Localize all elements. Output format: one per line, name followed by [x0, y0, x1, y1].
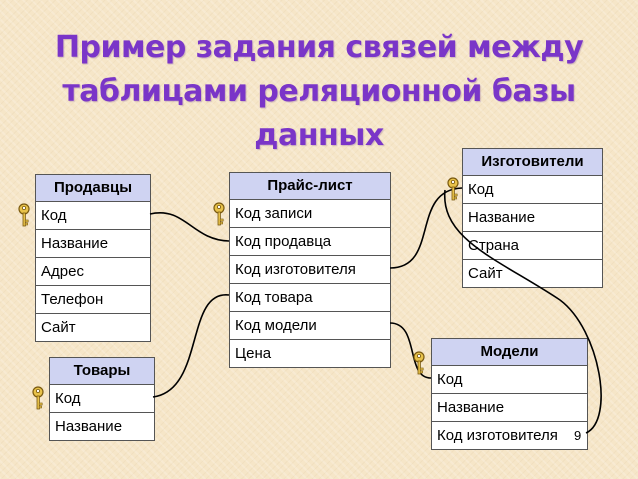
link-goods-pricelist	[152, 294, 230, 398]
link-sellers-pricelist	[149, 212, 230, 242]
goods-field-name: Название	[55, 418, 123, 435]
table-models: Модели Код Название Код изготовителя	[431, 338, 588, 450]
key-icon	[413, 351, 425, 375]
link-pricelist-models	[389, 322, 432, 379]
title-line-2: таблицами реляционной базы	[62, 74, 576, 109]
pricelist-field-maker-id: Код изготовителя	[230, 256, 390, 284]
pricelist-field-price: Цена	[235, 345, 272, 362]
models-field-id: Код	[432, 366, 587, 394]
makers-field-site: Сайт	[468, 265, 503, 282]
sellers-field-phone: Телефон	[36, 286, 150, 314]
title-line-3: данных	[254, 118, 384, 153]
key-icon	[447, 177, 459, 201]
table-makers-header: Изготовители	[463, 149, 602, 176]
pricelist-field-goods-id: Код товара	[230, 284, 390, 312]
makers-field-name: Название	[463, 204, 602, 232]
models-field-name: Название	[432, 394, 587, 422]
table-pricelist-header: Прайс-лист	[230, 173, 390, 200]
table-goods: Товары Код Название	[49, 357, 155, 441]
title-line-1: Пример задания связей между	[54, 30, 584, 65]
makers-field-id: Код	[463, 176, 602, 204]
table-pricelist: Прайс-лист Код записи Код продавца Код и…	[229, 172, 391, 368]
link-models-makers	[444, 189, 602, 434]
sellers-field-id: Код	[36, 202, 150, 230]
pricelist-field-model-id: Код модели	[230, 312, 390, 340]
goods-field-id: Код	[50, 385, 154, 413]
models-field-maker-id: Код изготовителя	[437, 427, 558, 444]
sellers-field-address: Адрес	[36, 258, 150, 286]
pricelist-field-record-id: Код записи	[230, 200, 390, 228]
sellers-field-site: Сайт	[41, 319, 76, 336]
table-models-header: Модели	[432, 339, 587, 366]
sellers-field-name: Название	[36, 230, 150, 258]
pricelist-field-seller-id: Код продавца	[230, 228, 390, 256]
link-pricelist-makers	[389, 187, 463, 269]
slide-title: Пример задания связей между таблицами ре…	[0, 26, 638, 158]
key-icon	[18, 203, 30, 227]
table-makers: Изготовители Код Название Страна Сайт	[462, 148, 603, 288]
key-icon	[32, 386, 44, 410]
key-icon	[213, 202, 225, 226]
table-goods-header: Товары	[50, 358, 154, 385]
table-sellers: Продавцы Код Название Адрес Телефон Сайт	[35, 174, 151, 342]
page-number: 9	[574, 428, 582, 443]
table-sellers-header: Продавцы	[36, 175, 150, 202]
